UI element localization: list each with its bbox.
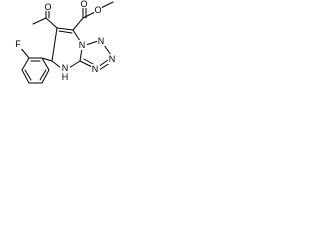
bond-acetyl-methyl: [32, 17, 47, 25]
bond-phenyl-3: [21, 69, 30, 84]
atom-label-fluorine: F: [15, 39, 21, 49]
bond-tet-n3-n4-a: [98, 62, 111, 71]
atom-label-amine-h: H: [62, 72, 69, 82]
bond-phenyl-inner-3: [39, 69, 47, 81]
bond-tet-n2-n3: [103, 44, 112, 56]
atom-label-ester-carbonyl-o: O: [80, 0, 87, 9]
bond-n1-c7a: [79, 47, 83, 62]
atom-label-tetrazole-n3: N: [92, 64, 99, 74]
bond-phenyl-inner-2: [24, 69, 32, 81]
bond-phenyl-6: [41, 57, 50, 71]
atom-label-amine-n: N: [62, 63, 69, 73]
atom-label-methoxy-o: O: [94, 5, 101, 15]
bond-phenyl-2: [21, 57, 30, 71]
bond-lines: [19, 1, 114, 84]
atom-label-tetrazole-n1: N: [98, 36, 105, 46]
bond-phenyl-5: [41, 69, 50, 84]
bond-c5-c6-b: [58, 30, 73, 34]
atom-label-tetrazole-n2: N: [109, 54, 116, 64]
bond-n1-tet-n2: [85, 40, 99, 46]
bond-c6-n1: [72, 29, 81, 42]
bond-n4-c4: [51, 60, 62, 69]
atom-label-acetyl-o: O: [44, 2, 51, 12]
bond-c5-c6-a: [56, 27, 74, 31]
bond-oxygen-carbonyl: [82, 11, 96, 19]
bond-carbonyl-c6: [72, 17, 84, 31]
atom-labels: O O O N N N N N H F: [14, 0, 117, 82]
bond-tet-n4-c7a: [79, 60, 93, 68]
bond-c4-phenyl: [41, 57, 53, 62]
bond-c4-c5: [51, 27, 58, 62]
bond-methyl-oxygen: [100, 1, 114, 9]
bond-c7a-n-double: [83, 58, 94, 65]
atom-label-bridge-n: N: [79, 40, 86, 50]
bond-c7a-n4: [68, 60, 81, 69]
bond-c5-acetyl: [45, 17, 58, 29]
molecule-structure: O O O N N N N N H F: [14, 0, 117, 84]
